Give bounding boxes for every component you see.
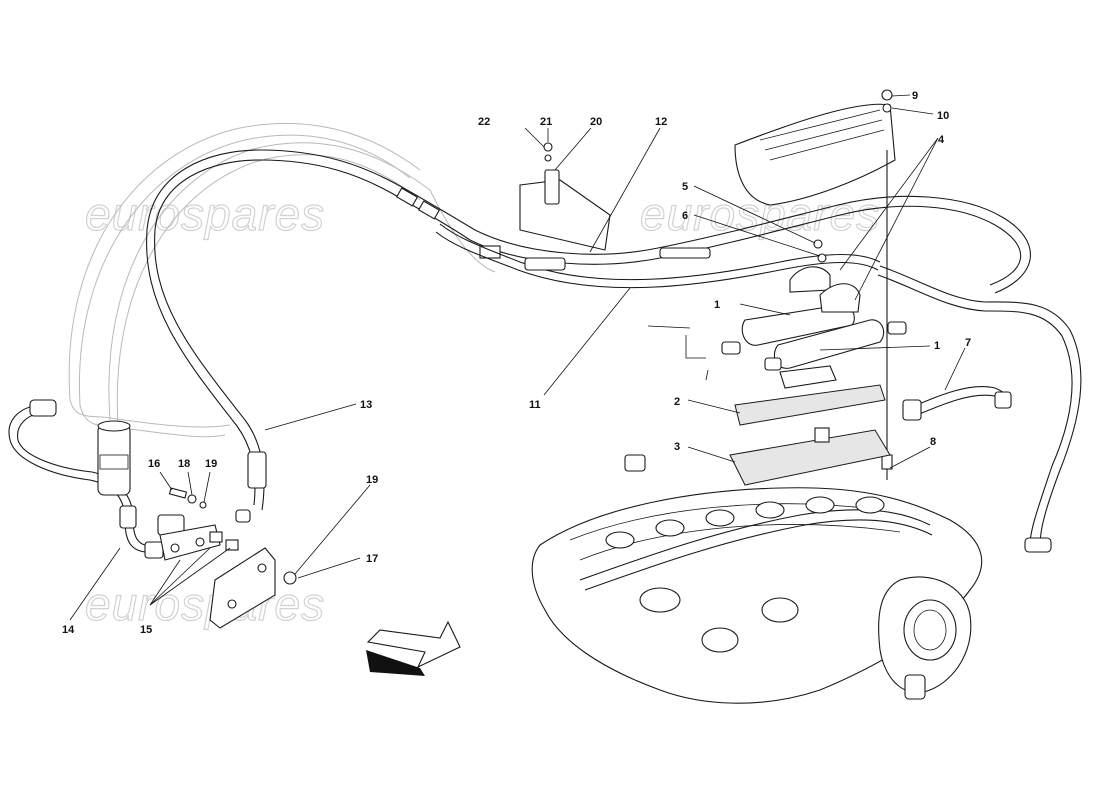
callout-13: 13 [360,399,372,411]
callout-17: 17 [366,553,378,565]
callout-14: 14 [62,624,75,636]
callout-10: 10 [937,110,949,122]
callout-15: 15 [140,624,152,636]
callout-11: 11 [529,399,541,411]
fuel-pumps [721,304,907,371]
pump-tray-2 [734,365,886,426]
callout-6: 6 [682,210,688,222]
callout-12: 12 [655,116,667,128]
engine-cover [734,103,896,206]
pipe-14 [8,399,164,559]
long-bolt [881,89,893,480]
watermark-top-left: eurospares [85,188,325,240]
callout-3: 3 [674,441,680,453]
callout-19-right: 19 [366,474,378,486]
filter-canister [97,420,131,496]
callout-20: 20 [590,116,602,128]
intake-manifold [531,454,983,704]
callout-22: 22 [478,116,490,128]
callout-1-upper: 1 [714,299,720,311]
pump-clamp [789,239,861,313]
valve-block [157,509,251,561]
callout-9: 9 [912,90,918,102]
callout-8: 8 [930,436,936,448]
mounting-bracket-left [209,547,297,629]
pipe-12 [435,223,1082,553]
small-fasteners [168,487,207,509]
callout-1-lower: 1 [934,340,940,352]
direction-arrow [366,620,461,676]
callout-7: 7 [965,337,971,349]
callout-16: 16 [148,458,160,470]
callout-4: 4 [938,134,945,146]
callout-labels: 1 1 2 3 4 5 6 7 8 9 10 11 12 13 14 15 16… [62,90,971,636]
callout-18: 18 [178,458,190,470]
callout-5: 5 [682,181,688,193]
watermark-bottom-left: eurospares [85,578,325,630]
bracket-20 [519,142,611,251]
pipe-13 [146,149,1031,511]
callout-19-left: 19 [205,458,217,470]
phantom-pipes [68,122,496,438]
callout-21: 21 [540,116,552,128]
leader-lines [69,94,966,621]
pump-tray-3 [729,427,891,486]
pipe-7 [902,385,1012,421]
callout-2: 2 [674,396,680,408]
